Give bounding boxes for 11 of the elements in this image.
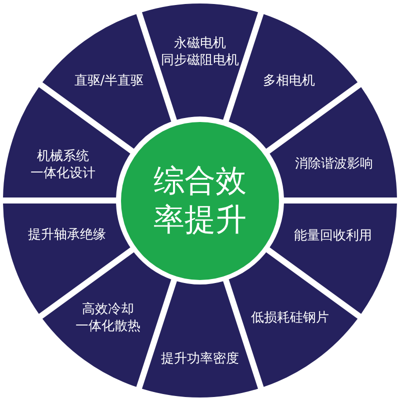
segment-label: 提升功率密度 xyxy=(161,350,239,368)
segment-label: 直驱/半直驱 xyxy=(74,72,144,90)
center-title: 综合效率提升 xyxy=(154,162,246,240)
segment-label: 永磁电机同步磁阻电机 xyxy=(161,35,239,69)
segment-label: 能量回收利用 xyxy=(294,228,372,244)
segment-label: 消除谐波影响 xyxy=(295,156,373,172)
segment-label: 低损耗硅钢片 xyxy=(251,310,329,326)
segment-label: 多相电机 xyxy=(263,72,315,90)
segment-label: 高效冷却一体化散热 xyxy=(76,301,140,335)
segment-label: 机械系统一体化设计 xyxy=(30,148,96,182)
segment-label: 提升轴承绝缘 xyxy=(28,226,106,244)
